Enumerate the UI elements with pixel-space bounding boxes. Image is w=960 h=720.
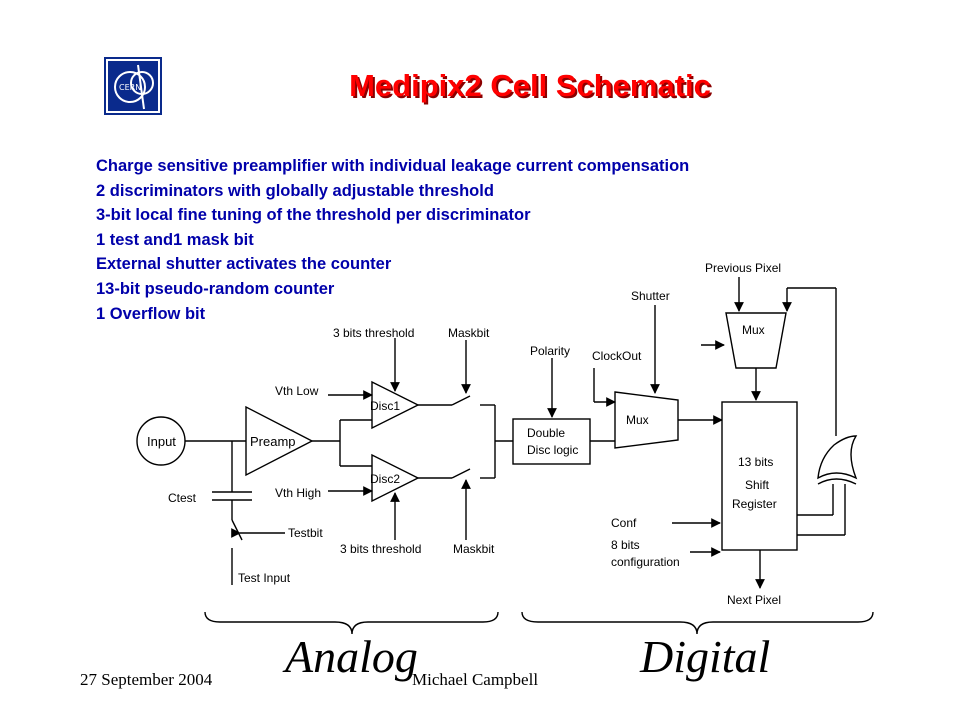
page-title: Medipix2 Cell Schematic	[349, 68, 711, 103]
config-label-1: 8 bits	[611, 538, 640, 552]
conf-label: Conf	[611, 516, 637, 530]
shift-register-label-1: 13 bits	[738, 455, 773, 469]
analog-brace	[204, 611, 499, 635]
feature-item: 1 test and1 mask bit	[96, 230, 254, 249]
shift-register-block	[721, 401, 798, 551]
ctest-label: Ctest	[168, 491, 197, 505]
maskbit-bottom-label: Maskbit	[453, 542, 495, 556]
cern-logo-text: CERN	[119, 83, 141, 92]
test-input-label: Test Input	[238, 571, 291, 585]
vth-low-label: Vth Low	[275, 384, 319, 398]
lower-mux-label: Mux	[626, 413, 649, 427]
feature-item: External shutter activates the counter	[96, 255, 392, 274]
testbit-label: Testbit	[288, 526, 323, 540]
feature-item: 2 discriminators with globally adjustabl…	[96, 181, 494, 200]
vth-high-label: Vth High	[275, 486, 321, 500]
shift-register-label-3: Register	[732, 497, 777, 511]
input-label: Input	[147, 434, 176, 449]
feature-item: 13-bit pseudo-random counter	[96, 279, 335, 298]
threshold-top-label: 3 bits threshold	[333, 326, 414, 340]
digital-brace	[521, 611, 874, 635]
feature-item: 3-bit local fine tuning of the threshold…	[96, 206, 531, 225]
disc2-label: Disc2	[370, 472, 400, 486]
disc2-comparator	[371, 453, 420, 503]
previous-pixel-label: Previous Pixel	[705, 261, 781, 275]
config-label-2: configuration	[611, 555, 680, 569]
double-disc-label-1: Double	[527, 426, 565, 440]
maskbit-top-label: Maskbit	[448, 326, 490, 340]
feature-item: 1 Overflow bit	[96, 304, 206, 323]
preamp-amplifier	[245, 405, 314, 477]
feature-list: Charge sensitive preamplifier with indiv…	[96, 154, 689, 326]
footer-author: Michael Campbell	[412, 670, 539, 689]
disc1-label: Disc1	[370, 399, 400, 413]
xor-gate	[817, 435, 858, 480]
digital-section-label: Digital	[639, 631, 770, 682]
feature-item: Charge sensitive preamplifier with indiv…	[96, 157, 690, 175]
disc1-comparator	[371, 380, 420, 430]
shift-register-label-2: Shift	[745, 478, 770, 492]
double-disc-logic-block	[512, 418, 591, 465]
shutter-label: Shutter	[631, 289, 670, 303]
double-disc-label-2: Disc logic	[527, 443, 578, 457]
cern-logo: CERN	[104, 57, 162, 115]
upper-mux	[725, 312, 787, 369]
polarity-label: Polarity	[530, 344, 570, 358]
lower-mux	[614, 391, 679, 449]
preamp-label: Preamp	[250, 434, 296, 449]
analog-section-label: Analog	[282, 631, 418, 682]
clockout-label: ClockOut	[592, 349, 642, 363]
footer-date: 27 September 2004	[80, 670, 213, 689]
threshold-bottom-label: 3 bits threshold	[340, 542, 421, 556]
next-pixel-label: Next Pixel	[727, 593, 781, 607]
upper-mux-label: Mux	[742, 323, 765, 337]
